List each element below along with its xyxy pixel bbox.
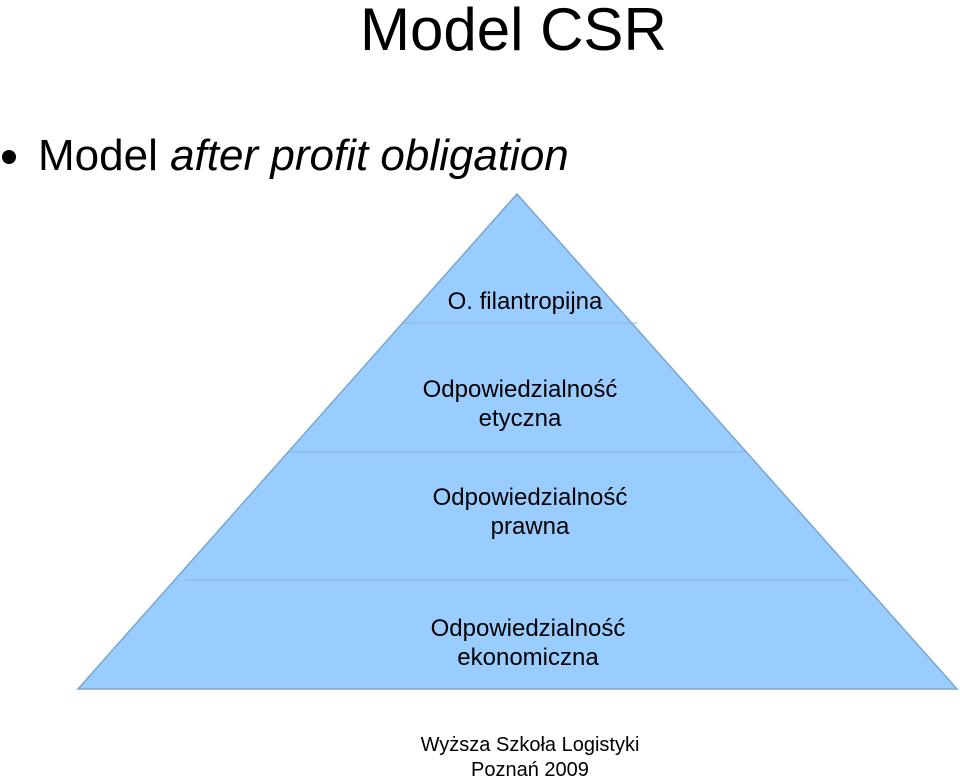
level-label-line2: ekonomiczna	[457, 644, 599, 671]
pyramid-level-philanthropic: O. filantropijna	[380, 287, 670, 316]
bullet-item: Model after profit obligation	[0, 126, 960, 186]
level-label-line1: Odpowiedzialność	[422, 376, 618, 403]
bullet-text-italic: after profit obligation	[170, 131, 569, 180]
pyramid-level-legal: Odpowiedzialność prawna	[380, 483, 680, 541]
level-label-line2: etyczna	[478, 405, 562, 432]
pyramid-shape	[76, 192, 959, 690]
footer-place-year: Poznań 2009	[471, 759, 589, 781]
bullet-text-plain: Model	[38, 131, 171, 180]
level-label-line1: O. filantropijna	[447, 288, 603, 315]
pyramid-level-economic: Odpowiedzialność ekonomiczna	[378, 614, 678, 672]
level-label-line1: Odpowiedzialność	[432, 484, 628, 511]
slide-title: Model CSR	[360, 0, 667, 63]
bullet-dot-icon	[2, 150, 16, 164]
slide-footer: Wyższa Szkoła Logistyki Poznań 2009	[412, 733, 648, 783]
level-label-line2: prawna	[490, 513, 570, 540]
pyramid-level-ethical: Odpowiedzialność etyczna	[370, 375, 670, 433]
footer-institution: Wyższa Szkoła Logistyki	[420, 734, 640, 756]
level-label-line1: Odpowiedzialność	[430, 615, 626, 642]
bullet-text: Model after profit obligation	[38, 126, 569, 186]
